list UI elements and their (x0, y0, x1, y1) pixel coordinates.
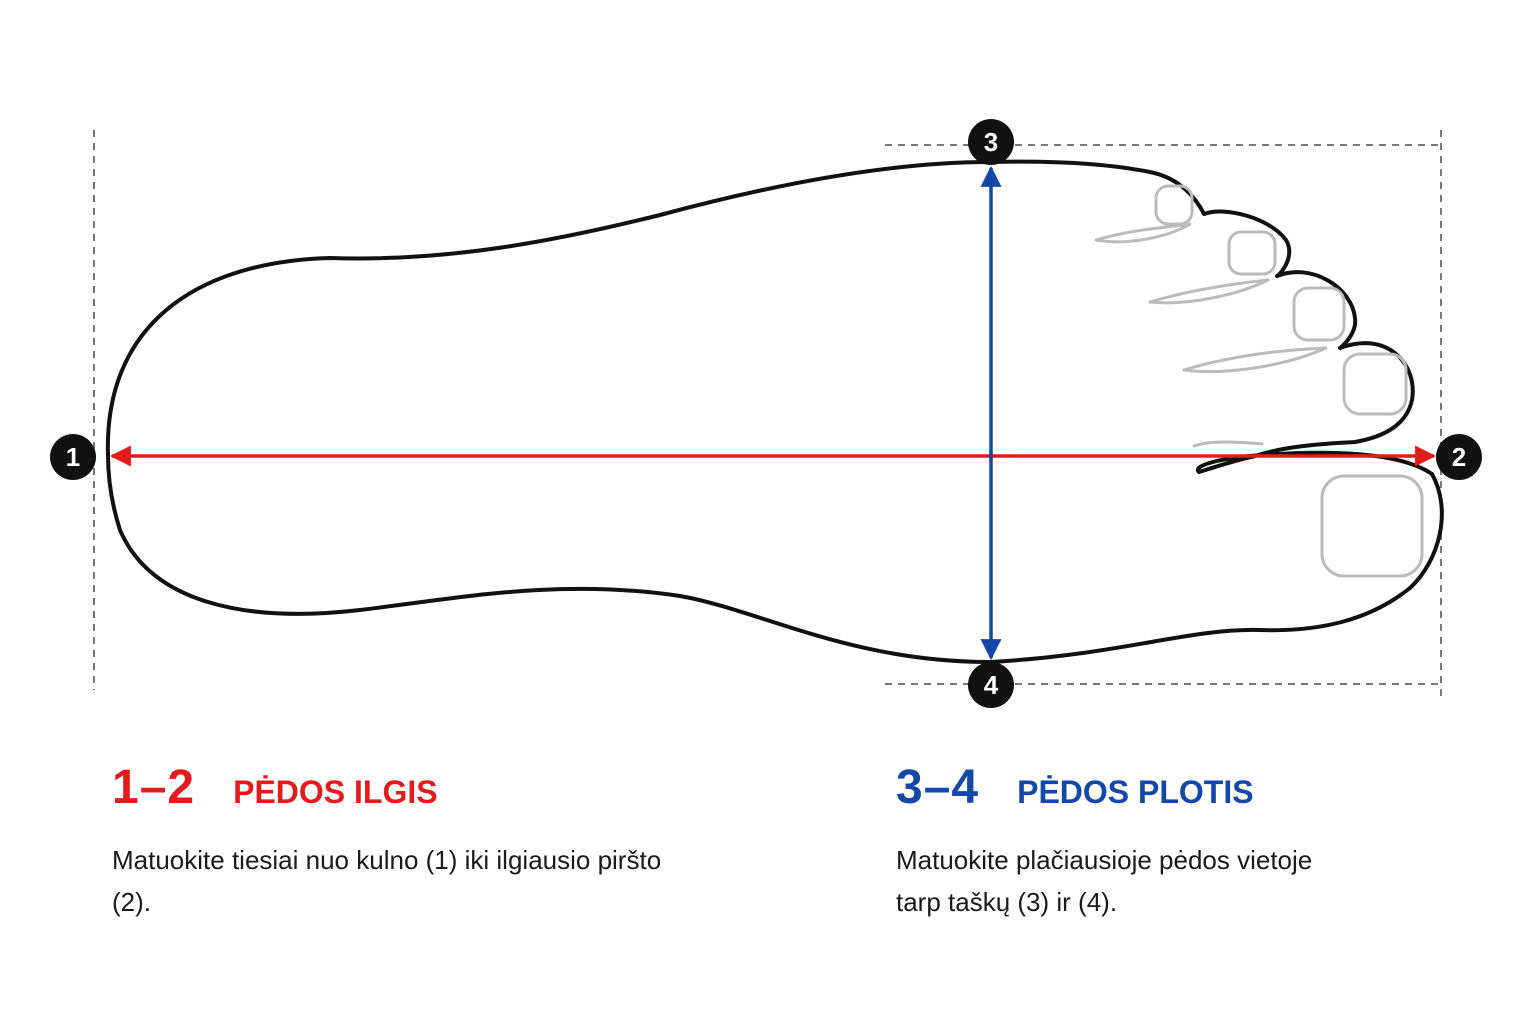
width-description: Matuokite plačiausioje pėdos vietoje tar… (896, 839, 1456, 923)
width-legend-heading: 3–4 PĖDOS PLOTIS (896, 760, 1456, 815)
width-legend: 3–4 PĖDOS PLOTIS Matuokite plačiausioje … (896, 760, 1456, 923)
length-title: PĖDOS ILGIS (233, 774, 438, 810)
toenail-second (1342, 352, 1408, 416)
marker-3: 3 (968, 119, 1014, 165)
foot-outline (105, 159, 1444, 664)
toe-details (1094, 184, 1424, 578)
toe-crease-third (1182, 346, 1328, 374)
toenail-fifth (1154, 184, 1194, 226)
marker-1: 1 (50, 434, 96, 480)
marker-4: 4 (968, 662, 1014, 708)
foot-measurement-diagram: 1 2 3 4 (50, 119, 1482, 708)
marker-2-label: 2 (1452, 442, 1466, 472)
length-legend-heading: 1–2 PĖDOS ILGIS (112, 760, 672, 815)
toe-crease-fifth (1094, 222, 1192, 244)
marker-1-label: 1 (66, 442, 80, 472)
length-code: 1–2 (112, 761, 196, 814)
marker-4-label: 4 (984, 670, 999, 700)
length-description: Matuokite tiesiai nuo kulno (1) iki ilgi… (112, 845, 662, 917)
toenail-third (1292, 286, 1346, 342)
width-title: PĖDOS PLOTIS (1017, 774, 1254, 810)
marker-3-label: 3 (984, 127, 998, 157)
toe-crease-fourth (1148, 278, 1270, 305)
width-description-line-2: tarp taškų (3) ir (4). (896, 887, 1118, 917)
width-code: 3–4 (896, 761, 980, 814)
toenail-fourth (1227, 230, 1277, 276)
length-legend: 1–2 PĖDOS ILGIS Matuokite tiesiai nuo ku… (112, 760, 672, 923)
toenail-big (1320, 474, 1424, 578)
width-description-line-1: Matuokite plačiausioje pėdos vietoje (896, 845, 1313, 875)
marker-2: 2 (1436, 434, 1482, 480)
toe-crease-second (1192, 440, 1264, 448)
